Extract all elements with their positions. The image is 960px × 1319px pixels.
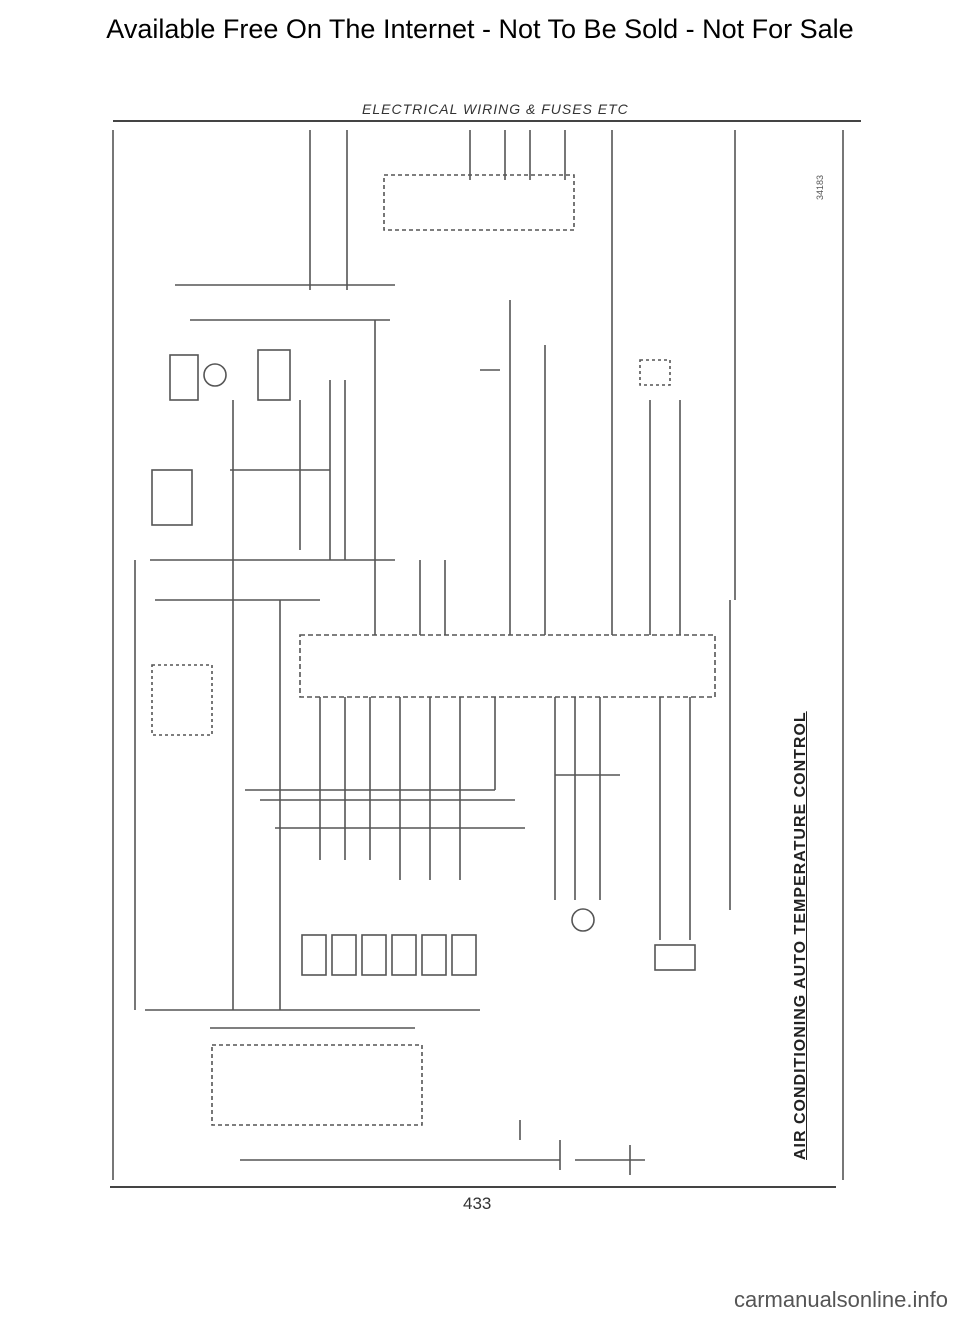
page-number: 433 — [463, 1194, 492, 1213]
watermark: carmanualsonline.info — [733, 1287, 948, 1312]
bottom-rule — [110, 1186, 836, 1188]
banner-notice: Available Free On The Internet - Not To … — [106, 14, 854, 44]
section-title: ELECTRICAL WIRING & FUSES ETC — [362, 101, 629, 117]
diagram-title: AIR CONDITIONING AUTO TEMPERATURE CONTRO… — [792, 711, 809, 1160]
top-rule — [113, 120, 861, 122]
figure-id: 34183 — [815, 174, 825, 200]
